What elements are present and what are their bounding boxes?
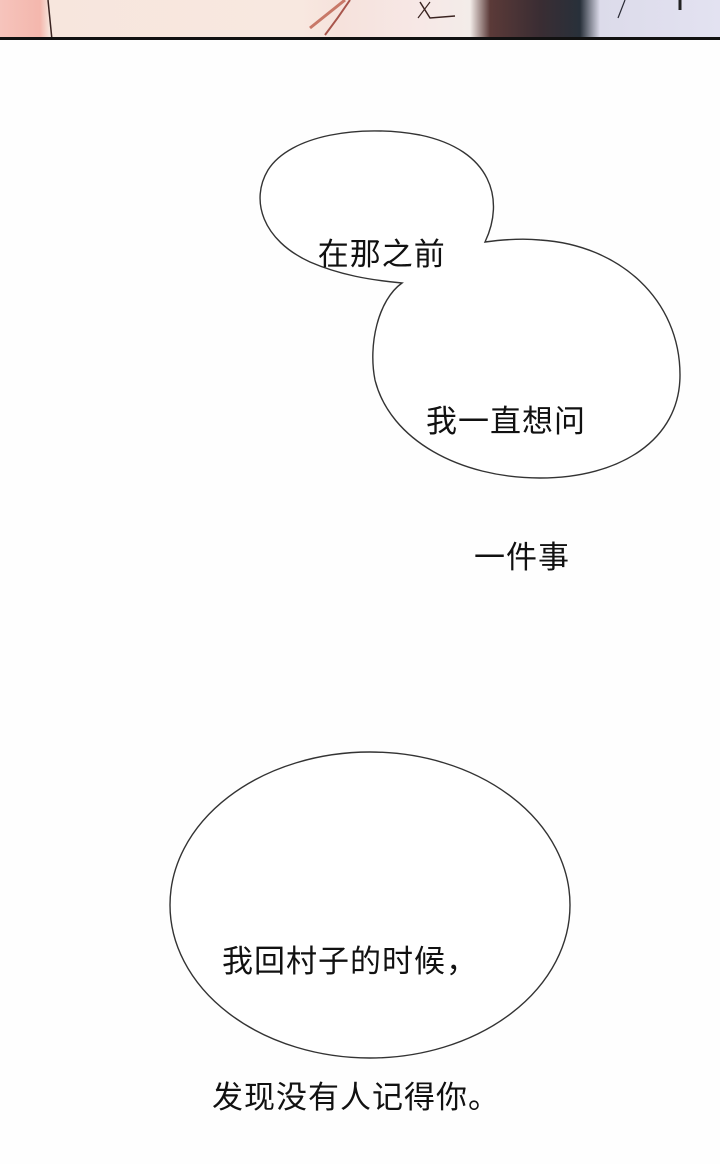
speech-bubbles-layer [169,130,681,1059]
panel-illustration [47,0,682,37]
bubble-3-line-1: 我回村子的时候， [222,944,478,980]
bubble-2-line-2: 一件事 [474,540,570,576]
bubble-1-line-1: 在那之前 [317,237,446,273]
bubble-2-line-1: 我一直想问 [426,404,586,440]
bubble-3-line-2: 发现没有人记得你。 [212,1080,500,1116]
speech-bubble-1-text: 在那之前 [296,189,446,277]
speech-bubble-2-text: 我一直想问 一件事 [426,312,586,624]
speech-bubble-3-text: 我回村子的时候， 发现没有人记得你。 [212,852,500,1164]
speech-bubble-pair [259,130,681,479]
speech-bubble-3-outline [169,751,571,1059]
comic-panel-art-strip [0,0,720,40]
